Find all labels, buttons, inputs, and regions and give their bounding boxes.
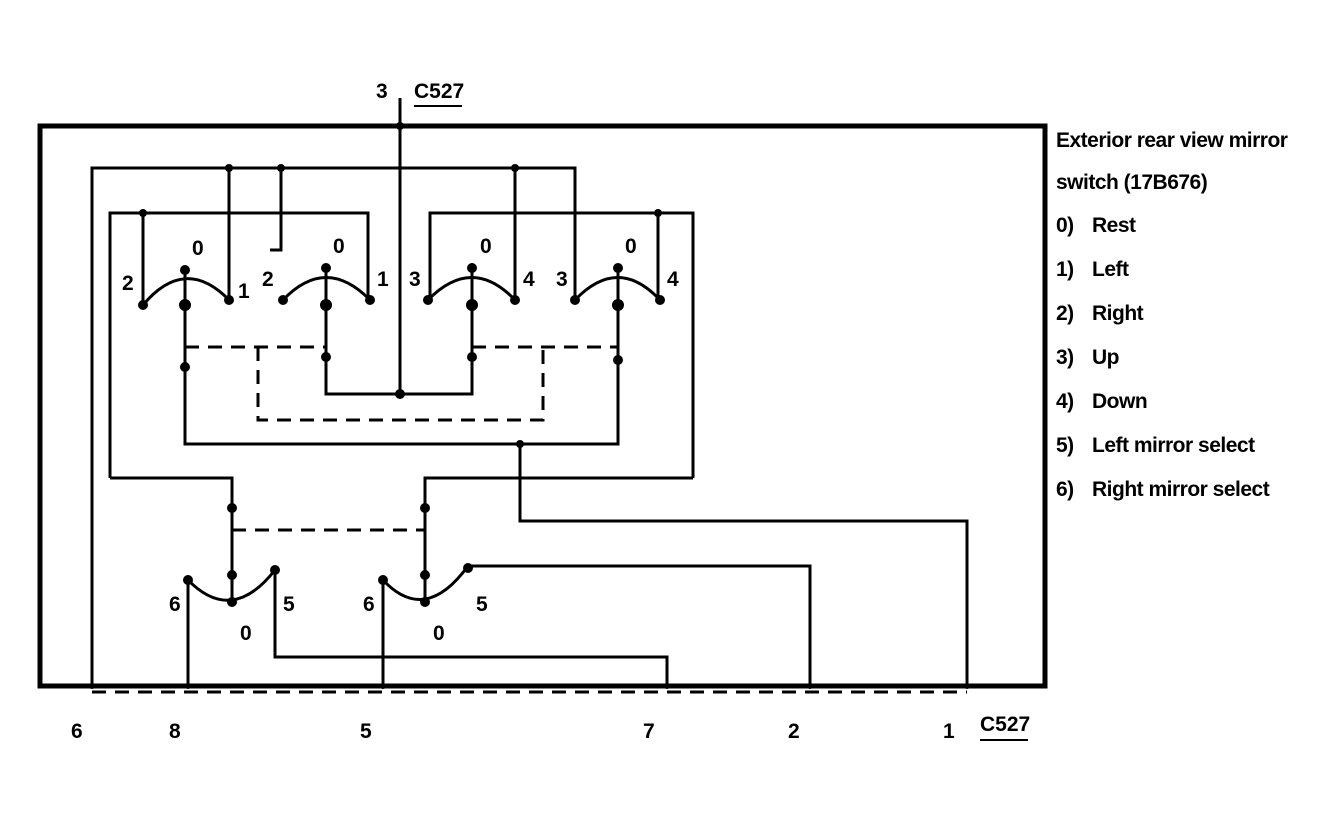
legend-item-number: 1) (1056, 258, 1074, 281)
wire-right-frame (428, 211, 695, 478)
switch-position-label: 1 (377, 268, 389, 291)
legend-item-number: 3) (1056, 346, 1074, 369)
switch-position-label: 4 (667, 268, 679, 291)
wire-pin-7 (273, 570, 669, 686)
pin-label: 6 (71, 720, 83, 743)
legend-item-text: Right (1092, 302, 1144, 325)
switch-position-label: 6 (169, 593, 181, 616)
switch-position-label: 3 (556, 268, 568, 291)
legend-item-text: Up (1092, 346, 1120, 369)
legend-item-number: 4) (1056, 390, 1074, 413)
legend-item: 3) Up (1056, 336, 1318, 380)
switch-position-label: 2 (262, 268, 274, 291)
switch-position-label: 0 (480, 235, 492, 258)
pin-label: 7 (643, 720, 655, 743)
switch-position-label: 0 (625, 235, 637, 258)
connector-label-bottom: C527 (980, 713, 1030, 736)
switch-position-label: 0 (240, 622, 252, 645)
switch-position-label: 2 (122, 272, 134, 295)
wire-pin-1 (518, 444, 969, 686)
legend-item: 0) Rest (1056, 204, 1318, 248)
legend-item-text: Left mirror select (1092, 434, 1255, 457)
switch-position-label: 6 (363, 593, 375, 616)
legend-item-text: Down (1092, 390, 1148, 413)
legend-item: 6) Right mirror select (1056, 468, 1318, 512)
legend-item-number: 6) (1056, 478, 1074, 501)
switch-position-label: 1 (238, 280, 250, 303)
pin-label: 1 (943, 720, 955, 743)
switch-position-label: 4 (523, 268, 535, 291)
switch-position-label: 0 (192, 237, 204, 260)
legend-item: 1) Left (1056, 248, 1318, 292)
pin-label: 8 (169, 720, 181, 743)
legend-item-number: 2) (1056, 302, 1074, 325)
switch-position-label: 3 (409, 268, 421, 291)
top-pin-label: 3 (376, 80, 388, 103)
switch-position-label: 5 (283, 593, 295, 616)
connector-label-top: C527 (414, 80, 464, 103)
switch-housing (37, 123, 1048, 689)
legend-title: Exterior rear view mirror switch (17B676… (1056, 129, 1288, 194)
pin-label: 2 (788, 720, 800, 743)
wire-pin-2 (468, 564, 812, 686)
legend-item: 2) Right (1056, 292, 1318, 336)
wire-left-frame (108, 211, 370, 478)
switch-position-label: 0 (433, 622, 445, 645)
legend-item-text: Rest (1092, 214, 1136, 237)
switch-position-label: 0 (333, 235, 345, 258)
legend-item-number: 5) (1056, 434, 1074, 457)
pin-label: 5 (360, 720, 372, 743)
legend-item-text: Left (1092, 258, 1129, 281)
wire-pin-6-bus (90, 166, 577, 686)
legend-item-text: Right mirror select (1092, 478, 1270, 501)
legend-item: 5) Left mirror select (1056, 424, 1318, 468)
legend-item-number: 0) (1056, 214, 1074, 237)
switch-position-label: 5 (476, 593, 488, 616)
legend: Exterior rear view mirror switch (17B676… (1056, 120, 1318, 512)
legend-item: 4) Down (1056, 380, 1318, 424)
